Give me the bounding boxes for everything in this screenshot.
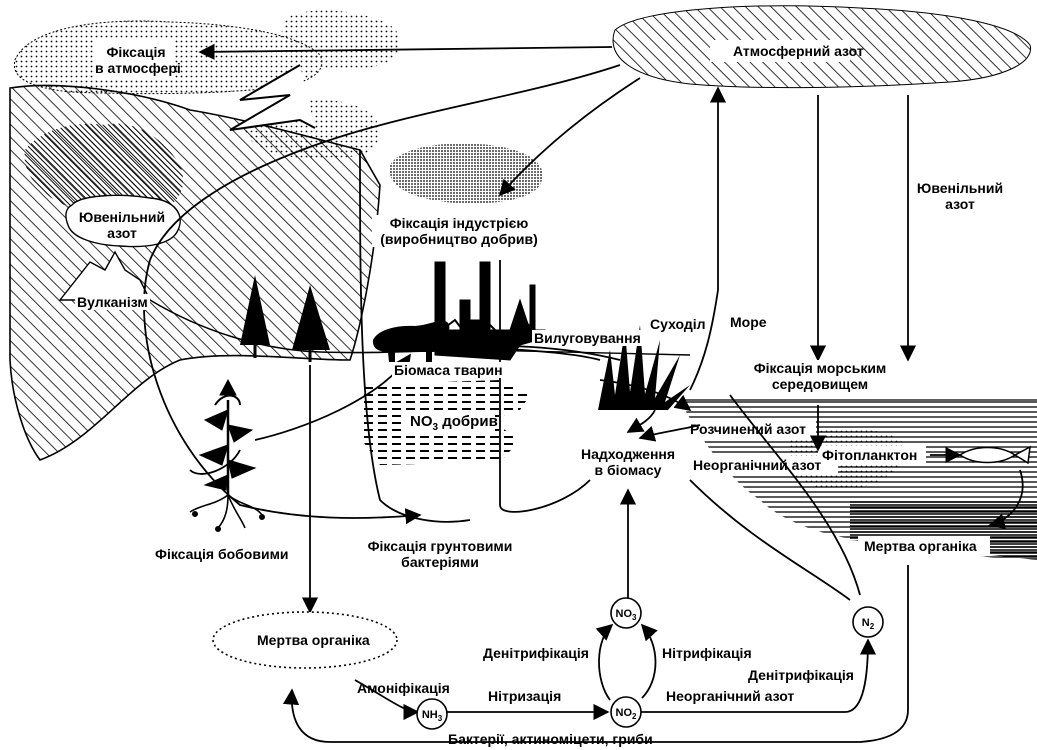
label-dissolved-nitrogen: Розчинений азот <box>690 421 806 437</box>
label-marine-fixation: Фіксація морським середовищем <box>738 360 902 392</box>
curve-sea-to-n2 <box>729 394 861 596</box>
arrow-no2-to-n2 <box>640 638 877 713</box>
arrow-sea-curve <box>689 289 719 391</box>
fert-sub: 3 <box>432 422 439 433</box>
arrow-sea-to-dead-land <box>282 565 909 743</box>
label-fixation-atmosphere-line1: Фіксація <box>106 44 166 60</box>
tree-right <box>292 285 330 350</box>
label-leaching: Вилуговування <box>532 330 643 346</box>
label-dead-organic-land: Мертва органіка <box>257 632 370 648</box>
svg-text:N2: N2 <box>862 617 875 631</box>
node-no3: NO3 <box>610 597 642 629</box>
fish <box>958 445 1031 465</box>
svg-text:NO2: NO2 <box>616 707 638 721</box>
label-denitrification-left: Денітрифікація <box>483 645 589 661</box>
fertilizer-label-bg <box>405 413 495 433</box>
curve-atmos-to-soil <box>359 149 471 523</box>
dead-sea-bg <box>858 536 990 556</box>
label-ammonification: Амоніфікація <box>357 680 450 696</box>
label-nitrification: Нітрифікація <box>662 645 752 661</box>
arrow-to-atmos-fixation <box>198 43 613 60</box>
label-industrial-line1: Фіксація індустрією <box>389 215 529 231</box>
label-marine-line1: Фіксація морським <box>753 360 887 376</box>
label-atmospheric-nitrogen: Атмосферний азот <box>733 43 864 59</box>
lightning-bolt <box>229 64 316 131</box>
arrow-nitrification <box>640 623 658 699</box>
label-land: Суходіл <box>648 316 708 332</box>
tree-left <box>240 275 270 345</box>
label-biomass-line1: Надходження <box>580 446 676 462</box>
label-juvenile-sea-line2: азот <box>945 196 975 212</box>
label-juvenile-land-line2: азот <box>107 225 137 241</box>
label-industrial-fixation: Фіксація індустрією (виробництво добрив) <box>372 215 546 247</box>
label-inorganic-sea: Неорганічний азот <box>693 457 822 473</box>
arrow-dissolved-to-biomass <box>638 424 701 442</box>
dead-organic-land-ellipse <box>212 611 398 669</box>
arrow-land-to-sea <box>599 379 692 411</box>
node-nh3: NH3 <box>416 698 448 730</box>
animal-bull <box>372 320 450 362</box>
arrow-ammonification <box>354 679 420 721</box>
label-inorganic-soil: Неорганічний азот <box>666 688 795 704</box>
phyto-bg <box>818 446 926 464</box>
arrow-to-industry <box>498 77 641 197</box>
label-denitrification-right: Денітрифікація <box>748 667 854 683</box>
atmosphere-label-bg <box>95 40 175 80</box>
node-no2: NO2 <box>610 696 642 728</box>
inorg-sea-bg <box>690 456 838 474</box>
label-soil-line1: Фіксація грунтовими <box>367 538 513 554</box>
storm-cloud <box>281 10 401 70</box>
label-industrial-line2: (виробництво добрив) <box>380 231 538 247</box>
curve-inorg-to-n2 <box>689 479 851 601</box>
label-sea: Море <box>730 314 767 330</box>
label-animal-biomass: Біомаса тварин <box>392 362 505 378</box>
curve-soil-to-biomass <box>499 479 591 513</box>
label-nitrization: Нітризація <box>488 688 562 704</box>
arrow-grass-to-biomass <box>626 409 656 433</box>
label-juvenile-land: Ювенільний азот <box>72 209 172 241</box>
label-decomposers: Бактерії, актиноміцети, гриби <box>448 731 653 747</box>
label-legume-fixation: Фіксація бобовими <box>153 546 291 562</box>
svg-text:NH3: NH3 <box>422 709 443 723</box>
label-fertilizer-no3: NO3 добрив <box>410 414 498 436</box>
arrow-animal-biomass <box>453 338 601 361</box>
arrow-legume-to-soil <box>143 259 422 525</box>
label-volcanism: Вулканізм <box>75 294 150 310</box>
factory-roof-zigzag <box>434 318 546 342</box>
fert-no: NO <box>410 413 433 430</box>
label-soil-line2: бактеріями <box>401 554 479 570</box>
arrow-fish-to-dead <box>988 469 1024 530</box>
svg-text:NO3: NO3 <box>616 608 638 622</box>
label-fixation-atmosphere-line2: в атмосфері <box>95 60 181 76</box>
juvenile-cloud-land <box>65 194 181 248</box>
label-juvenile-sea: Ювенільний азот <box>915 180 1005 212</box>
arrow-denitrification <box>595 623 614 701</box>
node-n2: N2 <box>852 606 884 638</box>
arrow-atmos-to-land <box>149 64 621 261</box>
label-biomass-intake: Надходження в біомасу <box>576 446 680 478</box>
atmospheric-label-bg <box>710 40 850 62</box>
label-phytoplankton: Фітопланктон <box>822 447 918 463</box>
curve-legume <box>189 449 241 475</box>
label-soil-bacteria: Фіксація грунтовими бактеріями <box>358 538 522 570</box>
label-juvenile-land-line1: Ювенільний <box>78 209 166 225</box>
fert-suffix: добрив <box>438 413 498 430</box>
label-juvenile-sea-line1: Ювенільний <box>916 180 1004 196</box>
dissolved-bg <box>686 420 816 438</box>
label-dead-organic-sea: Мертва органіка <box>864 538 977 554</box>
label-fixation-atmosphere: Фіксація в атмосфері <box>95 44 181 76</box>
label-biomass-line2: в біомасу <box>594 462 662 478</box>
grass-tuft <box>598 325 690 410</box>
label-marine-line2: середовищем <box>771 376 869 392</box>
mountain-dense-hatch <box>24 123 184 217</box>
